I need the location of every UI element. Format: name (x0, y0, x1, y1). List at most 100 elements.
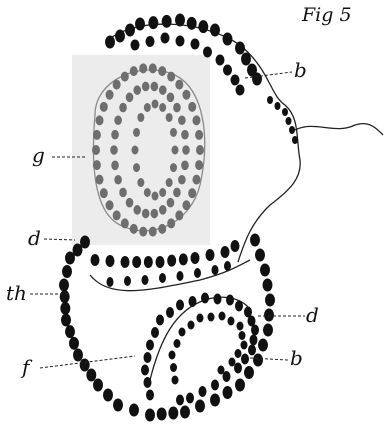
cell-nucleus (263, 279, 273, 292)
cell-nucleus (175, 14, 185, 27)
gland-cell-nucleus (149, 227, 157, 237)
cell-nucleus (162, 15, 172, 28)
cell-nucleus (235, 42, 245, 55)
gland-cell-nucleus (110, 145, 118, 155)
cell-nucleus (241, 53, 251, 66)
cell-nucleus (282, 108, 288, 116)
cell-nucleus (195, 400, 205, 413)
cell-nucleus (191, 39, 200, 50)
cell-nucleus (255, 249, 265, 262)
cell-nucleus (216, 55, 225, 66)
gland-cell-nucleus (139, 63, 147, 73)
cell-nucleus (203, 47, 212, 58)
cell-nucleus (210, 394, 220, 407)
cell-nucleus (166, 307, 174, 318)
label-d-right: d (306, 305, 319, 325)
gland-cell-nucleus (166, 178, 173, 187)
gland-cell-nucleus (133, 128, 140, 137)
label-b-lower: b (290, 348, 303, 368)
cell-nucleus (214, 294, 222, 305)
gland-cell-nucleus (106, 200, 114, 210)
cell-nucleus (169, 351, 176, 360)
cell-nucleus (151, 327, 159, 338)
cell-nucleus (168, 407, 178, 420)
gland-cell-nucleus (195, 130, 203, 140)
gland-cell-nucleus (121, 218, 129, 228)
cell-nucleus (228, 317, 235, 326)
gland-cell-nucleus (133, 163, 140, 172)
cell-nucleus (263, 324, 273, 337)
gland-cell-nucleus (139, 227, 147, 237)
cell-nucleus (91, 254, 100, 266)
gland-cell-nucleus (152, 100, 159, 109)
gland-cell-nucleus (114, 175, 122, 185)
cell-nucleus (103, 389, 113, 402)
gland-cell-nucleus (133, 85, 141, 95)
cell-nucleus (223, 386, 233, 399)
cell-nucleus (179, 328, 186, 337)
cell-nucleus (235, 301, 243, 312)
cell-nucleus (241, 354, 249, 365)
cell-nucleus (105, 36, 115, 49)
cell-nucleus (148, 16, 158, 29)
gland-cell-nucleus (188, 102, 196, 112)
gland-cell-nucleus (130, 224, 138, 234)
cell-nucleus (237, 322, 244, 331)
cell-nucleus (201, 293, 209, 304)
cell-nucleus (194, 268, 201, 278)
gland-cell-nucleus (151, 82, 159, 92)
gland-cell-nucleus (96, 115, 104, 125)
cell-nucleus (124, 276, 131, 286)
gland-cell-nucleus (167, 198, 175, 208)
gland-cell-nucleus (130, 66, 138, 76)
gland-cell-nucleus (192, 175, 200, 185)
gland-cell-nucleus (167, 218, 175, 228)
cell-nucleus (142, 275, 149, 285)
cell-nucleus (236, 85, 245, 96)
gland-cell-nucleus (167, 93, 175, 103)
gland-cell-nucleus (182, 90, 190, 100)
cell-nucleus (157, 408, 167, 421)
cell-nucleus (223, 65, 232, 76)
cell-nucleus (251, 325, 259, 336)
gland-cell-nucleus (149, 63, 157, 73)
label-f: f (22, 357, 29, 377)
gland-cell-nucleus (159, 205, 167, 215)
gland-cell-nucleus (142, 82, 150, 92)
cell-nucleus (62, 265, 72, 278)
cell-nucleus (167, 255, 176, 267)
gland-cell-nucleus (167, 72, 175, 82)
cell-nucleus (223, 33, 233, 46)
cell-nucleus (198, 20, 208, 33)
cell-nucleus (125, 24, 135, 37)
gland-cell-nucleus (142, 209, 150, 219)
cell-nucleus (177, 271, 184, 281)
cell-nucleus (61, 314, 71, 327)
gland-cell-nucleus (151, 209, 159, 219)
gland-cell-nucleus (137, 178, 144, 187)
cell-nucleus (60, 302, 70, 315)
cell-nucleus (170, 363, 177, 372)
cell-nucleus (218, 366, 225, 375)
cell-nucleus (69, 337, 79, 350)
cell-nucleus (289, 126, 295, 134)
gland-cell-nucleus (111, 161, 119, 171)
cell-nucleus (199, 386, 207, 397)
label-g: g (32, 145, 45, 165)
cell-nucleus (159, 273, 166, 283)
cell-nucleus (115, 30, 125, 43)
label-h: th (6, 283, 27, 303)
cell-nucleus (176, 300, 184, 311)
cell-nucleus (221, 246, 230, 258)
gland-cell-nucleus (181, 130, 189, 140)
cell-nucleus (224, 261, 231, 271)
gland-cell-nucleus (195, 160, 203, 170)
cell-nucleus (234, 363, 242, 374)
gland-cell-nucleus (93, 160, 101, 170)
gland-cell-nucleus (137, 113, 144, 122)
gland-cell-nucleus (126, 198, 134, 208)
cell-nucleus (292, 136, 298, 144)
cell-nucleus (191, 252, 200, 264)
gland-cell-nucleus (96, 175, 104, 185)
gland-cell-nucleus (182, 200, 190, 210)
